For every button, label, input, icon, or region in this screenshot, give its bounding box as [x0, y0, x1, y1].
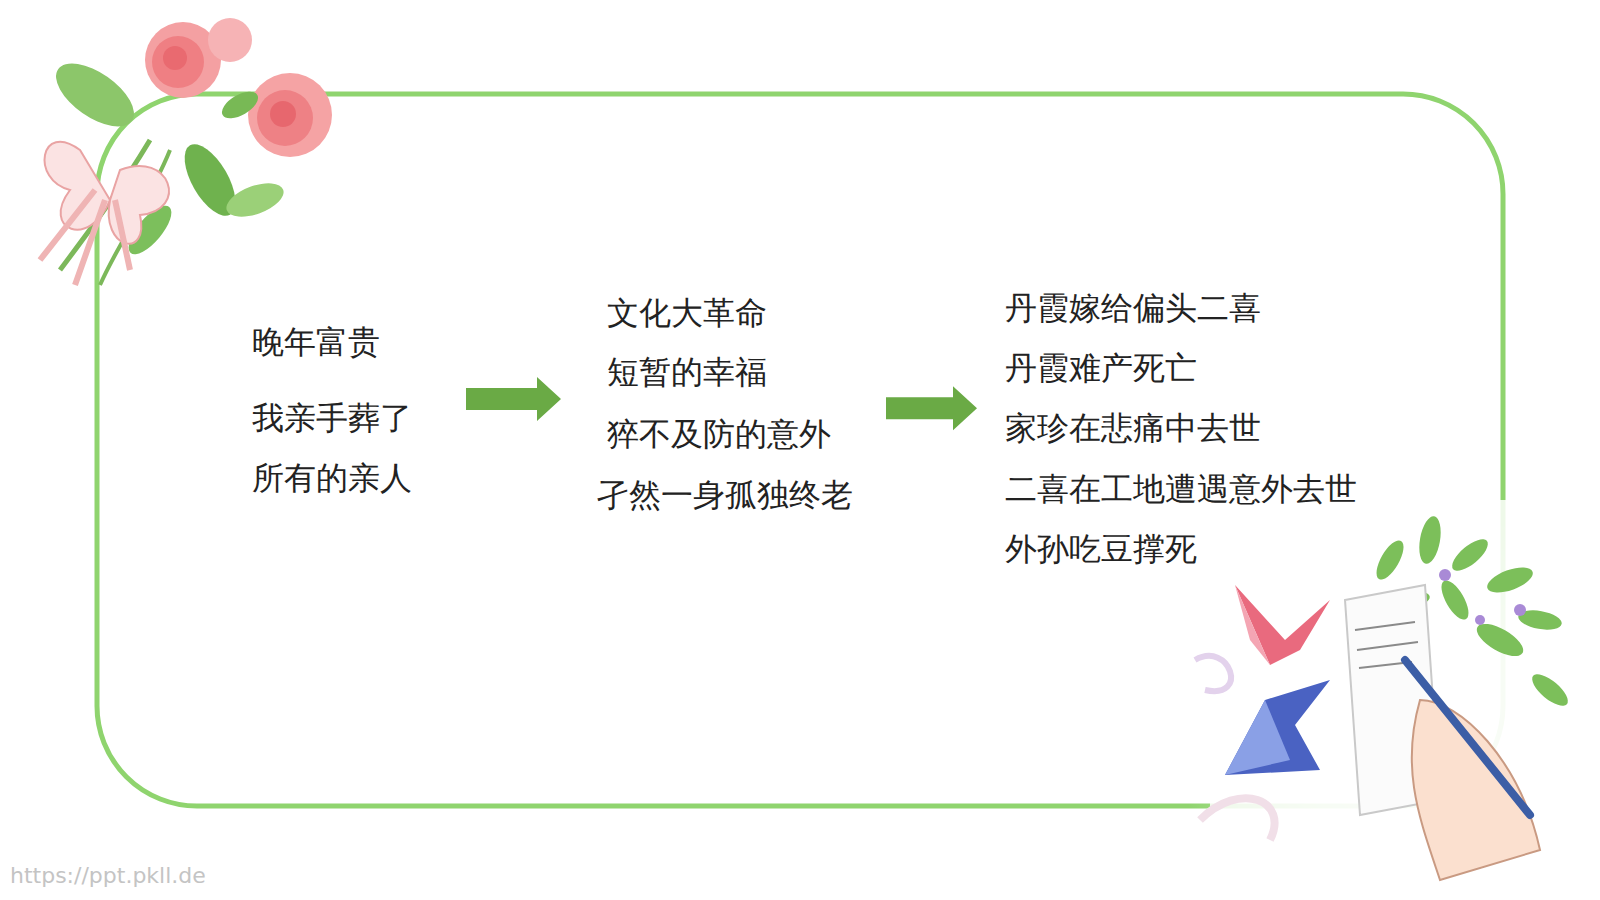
decor-shape [208, 18, 252, 62]
green-rounded-border [97, 94, 1503, 806]
item-text: 我亲手葬了 [252, 398, 412, 438]
decor-shape [1225, 700, 1290, 775]
text-group: 晚年富贵我亲手葬了所有的亲人 [252, 322, 466, 498]
crane-letter-hand [1170, 500, 1600, 900]
decor-shape [1475, 615, 1485, 625]
item-text: 外孙吃豆撑死 [1005, 529, 1357, 569]
decor-shape [163, 46, 187, 70]
item-text: 二喜在工地遭遇意外去世 [1005, 469, 1357, 509]
decor-shape [1416, 515, 1444, 566]
decor-shape [218, 86, 263, 123]
decor-shape [1527, 669, 1572, 711]
item-text: 文化大革命 [607, 293, 853, 333]
decor-shape [1235, 585, 1330, 665]
decor-shape [1412, 700, 1540, 880]
watermark: https://ppt.pkll.de [10, 862, 206, 890]
item-text: 丹霞难产死亡 [1005, 348, 1357, 388]
item-text: 晚年富贵 [252, 322, 412, 362]
item-text: 孑然一身孤独终老 [597, 475, 853, 515]
decor-shape [1439, 569, 1451, 581]
decor-shape [1436, 576, 1474, 623]
decor-shape [1405, 660, 1530, 815]
decor-shape [1210, 500, 1600, 900]
decor-shape [1447, 534, 1492, 576]
decor-shape [270, 101, 296, 127]
decor-shape [222, 177, 288, 224]
decor-shape [40, 190, 130, 285]
decor-shape [1225, 680, 1330, 775]
item-text: 所有的亲人 [252, 458, 412, 498]
decor-shape [248, 73, 332, 157]
item-text: 短暂的幸福 [607, 352, 853, 392]
decor-shape [1170, 500, 1600, 900]
text-group: 文化大革命短暂的幸福猝不及防的意外孑然一身孤独终老 [561, 293, 886, 515]
decor-shape [1514, 604, 1526, 616]
decor-shape [1371, 536, 1409, 583]
item-text: 丹霞嫁给偏头二喜 [1005, 288, 1357, 328]
text-group: 丹霞嫁给偏头二喜丹霞难产死亡家珍在悲痛中去世二喜在工地遭遇意外去世外孙吃豆撑死 [977, 288, 1357, 569]
decor-shape [1195, 656, 1231, 691]
decor-shape [46, 51, 145, 139]
item-text: 猝不及防的意外 [607, 414, 853, 454]
item-text: 家珍在悲痛中去世 [1005, 408, 1357, 448]
decor-shape [1200, 798, 1275, 840]
decor-shape [1235, 585, 1270, 665]
decor-shape [257, 90, 313, 146]
decor-shape [152, 36, 204, 88]
decor-shape [1484, 562, 1536, 597]
flow-arrow [886, 386, 977, 430]
rose-bouquet [40, 18, 332, 285]
decor-shape [1439, 569, 1526, 625]
flow-arrow [466, 377, 561, 421]
